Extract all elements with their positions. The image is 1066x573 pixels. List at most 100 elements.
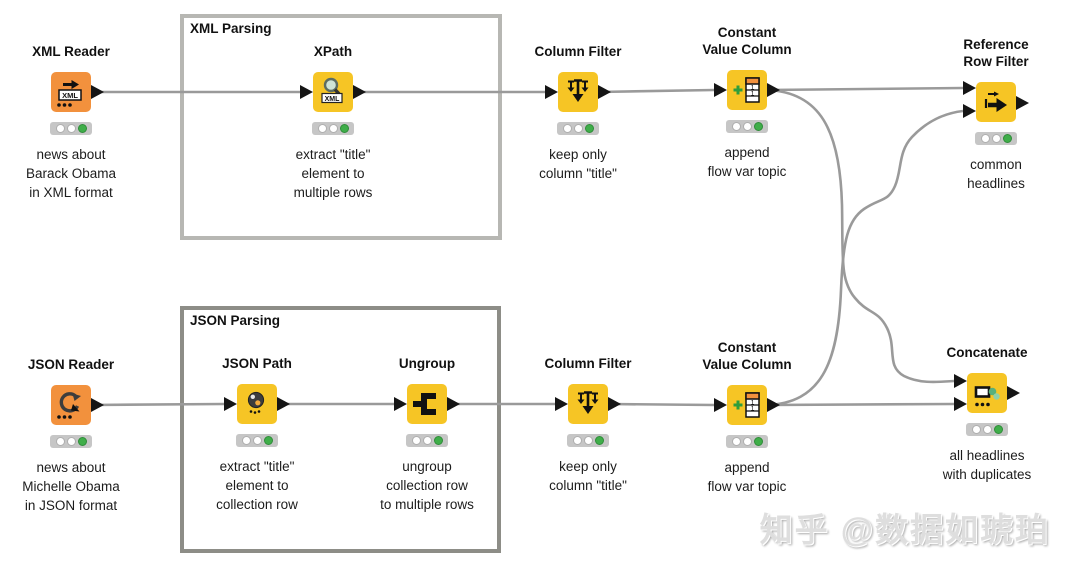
output-port[interactable] [277, 397, 290, 411]
connection-cvc-top-refrowfilter[interactable] [766, 86, 964, 92]
json-swirl-icon [247, 391, 265, 414]
node-column-filter-top[interactable]: Column Filter keep only column "title" [535, 44, 622, 181]
svg-text:1: 1 [751, 406, 755, 413]
status-traffic-light [567, 434, 609, 447]
node-description: news about Michelle Obama in JSON format [22, 460, 120, 513]
node-xml-reader[interactable]: XML Reader XML news about Barack Obama i… [26, 44, 116, 200]
connection-columnfilter-cvc-bot[interactable] [607, 402, 715, 407]
concatenate-tables-icon [974, 386, 1000, 407]
node-title: Constant Value Column [702, 340, 792, 372]
output-port[interactable] [598, 85, 611, 99]
connection-cvc-bot-concatenate[interactable] [766, 402, 955, 407]
svg-text:1: 1 [751, 91, 755, 98]
node-reference-row-filter[interactable]: Reference Row Filter common headlines [963, 37, 1029, 191]
output-port[interactable] [767, 83, 780, 97]
node-description: keep only column "title" [549, 459, 627, 493]
input-port[interactable] [714, 83, 727, 97]
connection-cvc-top-concatenate[interactable] [766, 88, 955, 384]
node-constant-value-column-top[interactable]: Constant Value Column 1 1 append flow va… [702, 25, 791, 179]
svg-text:1: 1 [751, 85, 755, 92]
node-ungroup[interactable]: Ungroup ungroup collection row to multip… [380, 356, 474, 512]
status-traffic-light [975, 132, 1017, 145]
output-port[interactable] [1016, 96, 1029, 110]
node-description: append flow var topic [707, 460, 787, 494]
node-description: common headlines [967, 157, 1025, 191]
node-body[interactable] [967, 373, 1007, 413]
column-filter-arrows-icon [577, 391, 599, 414]
output-port[interactable] [91, 398, 104, 412]
input-port[interactable] [300, 85, 313, 99]
group-box-json-parsing[interactable]: JSON Parsing [180, 306, 501, 553]
node-body[interactable] [568, 384, 608, 424]
output-port[interactable] [91, 85, 104, 99]
append-column-table-icon: 1 1 [733, 392, 760, 418]
column-filter-arrows-icon [567, 79, 589, 102]
node-constant-value-column-bottom[interactable]: Constant Value Column 1 1 append flow va… [702, 340, 791, 494]
input-port[interactable] [555, 397, 568, 411]
node-body[interactable]: 1 1 [727, 70, 767, 110]
node-title: Column Filter [544, 356, 632, 371]
status-traffic-light [726, 435, 768, 448]
node-body[interactable]: 1 1 [727, 385, 767, 425]
input-port[interactable] [224, 397, 237, 411]
input-port-1[interactable] [963, 81, 976, 95]
connection-jsonreader-jsonpath[interactable] [90, 402, 225, 407]
node-body[interactable]: XML [313, 72, 353, 112]
node-concatenate[interactable]: Concatenate all headlines with duplicate… [943, 345, 1032, 482]
node-description: news about Barack Obama in XML format [25, 147, 117, 200]
node-title: Reference Row Filter [963, 37, 1029, 69]
status-traffic-light [236, 434, 278, 447]
svg-text:1: 1 [751, 400, 755, 407]
svg-text:XML: XML [62, 91, 78, 100]
node-json-reader[interactable]: JSON Reader news about Michelle Obama in… [22, 357, 120, 513]
connection-cvc-bot-refrowfilter[interactable] [766, 109, 964, 407]
node-description: append flow var topic [707, 145, 787, 179]
group-label: JSON Parsing [190, 313, 281, 328]
input-port[interactable] [545, 85, 558, 99]
status-traffic-light [966, 423, 1008, 436]
node-title: Concatenate [946, 345, 1028, 360]
node-body[interactable] [51, 385, 91, 425]
input-port-2[interactable] [963, 104, 976, 118]
node-title: XPath [313, 44, 353, 59]
node-body[interactable]: XML [51, 72, 91, 112]
node-json-path[interactable]: JSON Path extract "title" element to col… [216, 356, 298, 512]
node-body[interactable] [237, 384, 277, 424]
node-description: ungroup collection row to multiple rows [380, 459, 474, 512]
row-filter-arrow-icon [984, 91, 1007, 112]
input-port-2[interactable] [954, 397, 967, 411]
node-description: extract "title" element to multiple rows [293, 147, 373, 200]
input-port[interactable] [714, 398, 727, 412]
input-port-1[interactable] [954, 374, 967, 388]
node-body[interactable] [558, 72, 598, 112]
status-traffic-light [50, 122, 92, 135]
node-title: XML Reader [32, 44, 110, 59]
output-port[interactable] [608, 397, 621, 411]
status-traffic-light [557, 122, 599, 135]
node-body[interactable] [976, 82, 1016, 122]
output-port[interactable] [1007, 386, 1020, 400]
node-body[interactable] [407, 384, 447, 424]
status-traffic-light [406, 434, 448, 447]
json-circular-arrow-icon [57, 392, 81, 419]
connection-columnfilter-cvc-top[interactable] [597, 88, 715, 94]
status-traffic-light [50, 435, 92, 448]
node-title: Ungroup [398, 356, 456, 371]
node-column-filter-bottom[interactable]: Column Filter keep only column "title" [545, 356, 632, 493]
node-description: keep only column "title" [539, 147, 617, 181]
append-column-table-icon: 1 1 [733, 77, 760, 103]
node-description: all headlines with duplicates [942, 448, 1032, 482]
svg-text:XML: XML [325, 96, 341, 103]
output-port[interactable] [767, 398, 780, 412]
xml-file-arrow-icon: XML [57, 80, 82, 107]
node-title: Constant Value Column [702, 25, 792, 57]
input-port[interactable] [394, 397, 407, 411]
output-port[interactable] [353, 85, 366, 99]
zhihu-watermark: 知乎 @数据如琥珀 [759, 511, 1050, 548]
ungroup-bracket-icon [413, 393, 436, 415]
group-box-xml-parsing[interactable]: XML Parsing [180, 14, 502, 240]
output-port[interactable] [447, 397, 460, 411]
node-xpath[interactable]: XPath XML extract "title" element to mul… [294, 44, 373, 200]
